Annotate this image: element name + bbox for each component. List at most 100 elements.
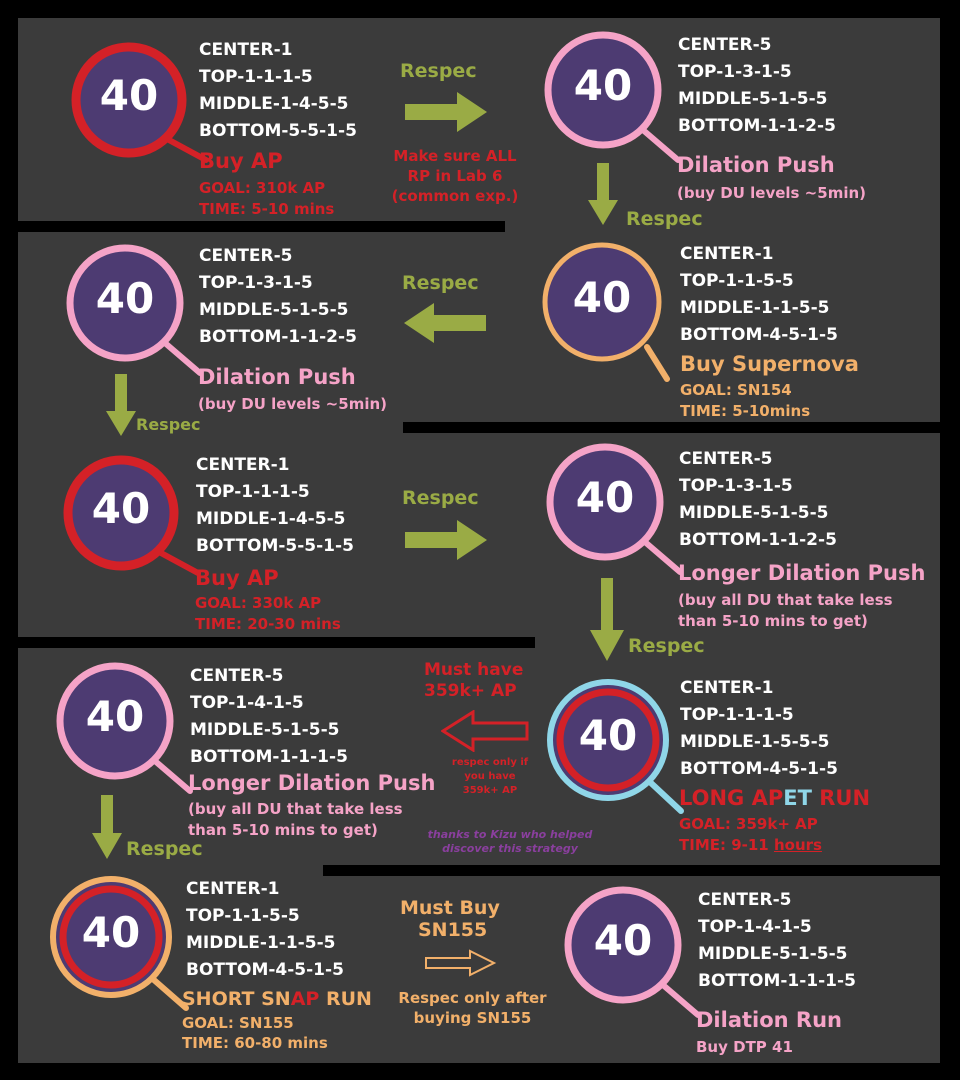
credits-note: thanks to Kizu who helped discover this …	[427, 828, 593, 855]
middle-value: MIDDLE-1-4-5-5	[196, 509, 346, 529]
bottom-value: BOTTOM-4-5-1-5	[186, 960, 344, 980]
must-buy-note: Must Buy SN155	[400, 897, 500, 941]
level-badge-3: 40	[537, 237, 670, 382]
respec-label-1: Respec	[400, 60, 477, 82]
respec-label-3: Respec	[402, 272, 479, 294]
panel-row-3-tail	[535, 636, 940, 648]
center-value: CENTER-5	[199, 246, 293, 266]
middle-value: MIDDLE-5-1-5-5	[190, 720, 340, 740]
config-list-4: CENTER-5 TOP-1-3-1-5 MIDDLE-5-1-5-5 BOTT…	[199, 243, 357, 351]
level-badge-9: 40	[46, 872, 189, 1011]
top-value: TOP-1-3-1-5	[679, 476, 793, 496]
magnifier-icon	[66, 244, 203, 376]
bottom-value: BOTTOM-1-1-2-5	[678, 116, 836, 136]
step-desc-6a: (buy all DU that take less	[678, 591, 893, 609]
middle-value: MIDDLE-5-1-5-5	[679, 503, 829, 523]
panel-row-2-tail	[18, 421, 403, 433]
step-goal-5: GOAL: 330k AP	[195, 594, 322, 612]
bottom-value: BOTTOM-4-5-1-5	[680, 325, 838, 345]
respec-label-4: Respec	[136, 415, 201, 434]
config-list-1: CENTER-1 TOP-1-1-1-5 MIDDLE-1-4-5-5 BOTT…	[199, 37, 357, 145]
step-time-1: TIME: 5-10 mins	[199, 200, 335, 218]
center-value: CENTER-1	[199, 40, 293, 60]
level-number: 40	[578, 711, 638, 760]
step-desc-4: (buy DU levels ~5min)	[198, 395, 387, 413]
level-number: 40	[573, 61, 633, 110]
level-badge-7: 40	[543, 675, 684, 814]
center-value: CENTER-1	[186, 879, 280, 899]
arrow-left-icon	[404, 303, 486, 343]
level-number: 40	[99, 71, 159, 120]
top-value: TOP-1-4-1-5	[190, 693, 304, 713]
config-list-2: CENTER-5 TOP-1-3-1-5 MIDDLE-5-1-5-5 BOTT…	[678, 32, 836, 140]
config-list-8: CENTER-5 TOP-1-4-1-5 MIDDLE-5-1-5-5 BOTT…	[190, 663, 348, 771]
center-value: CENTER-1	[680, 678, 774, 698]
middle-value: MIDDLE-1-5-5-5	[680, 732, 830, 752]
panel-row-4	[18, 648, 940, 865]
magnifier-icon	[63, 455, 201, 576]
step-title-4: Dilation Push	[198, 365, 356, 389]
middle-value: MIDDLE-5-1-5-5	[698, 944, 848, 964]
step-desc-2: (buy DU levels ~5min)	[677, 184, 866, 202]
arrow-right-icon	[405, 520, 487, 560]
config-list-7: CENTER-1 TOP-1-1-1-5 MIDDLE-1-5-5-5 BOTT…	[680, 675, 838, 783]
level-number: 40	[575, 473, 635, 522]
respec-label-2: Respec	[626, 208, 703, 230]
step-title-1: Buy AP	[199, 149, 283, 173]
step-title-5: Buy AP	[195, 566, 279, 590]
bottom-value: BOTTOM-4-5-1-5	[680, 759, 838, 779]
top-value: TOP-1-1-5-5	[186, 906, 300, 926]
middle-value: MIDDLE-1-1-5-5	[186, 933, 336, 953]
respec-after-note: Respec only after buying SN155	[398, 989, 547, 1027]
arrow-right-icon	[405, 92, 487, 132]
center-value: CENTER-5	[190, 666, 284, 686]
center-value: CENTER-5	[679, 449, 773, 469]
arrow-down-icon	[106, 374, 136, 436]
level-number: 40	[85, 692, 145, 741]
magnifier-icon	[564, 886, 701, 1018]
top-value: TOP-1-3-1-5	[678, 62, 792, 82]
level-number: 40	[593, 916, 653, 965]
level-number: 40	[572, 273, 632, 322]
magnifier-icon	[546, 443, 683, 575]
step-title-8: Longer Dilation Push	[188, 771, 436, 795]
arrow-down-icon	[590, 578, 624, 661]
bottom-value: BOTTOM-1-1-2-5	[679, 530, 837, 550]
step-title-7: LONG APET RUN	[679, 786, 871, 810]
magnifier-icon	[56, 662, 193, 794]
center-value: CENTER-5	[678, 35, 772, 55]
magnifier-icon	[544, 31, 681, 163]
middle-value: MIDDLE-1-4-5-5	[199, 94, 349, 114]
top-value: TOP-1-1-1-5	[680, 705, 794, 725]
magnifier-icon	[542, 242, 670, 382]
arrow-down-icon	[588, 163, 618, 225]
top-value: TOP-1-1-1-5	[199, 67, 313, 87]
respec-label-5: Respec	[402, 487, 479, 509]
config-list-5: CENTER-1 TOP-1-1-1-5 MIDDLE-1-4-5-5 BOTT…	[196, 452, 354, 560]
step-title-3: Buy Supernova	[680, 352, 859, 376]
top-value: TOP-1-1-5-5	[680, 271, 794, 291]
level-badge-10: 40	[558, 880, 701, 1018]
level-badge-2: 40	[538, 25, 681, 163]
step-goal-1: GOAL: 310k AP	[199, 179, 326, 197]
level-badge-5: 40	[56, 448, 201, 578]
step-desc-6b: than 5-10 mins to get)	[678, 612, 868, 630]
bottom-value: BOTTOM-1-1-1-5	[698, 971, 856, 991]
arrow-down-icon	[92, 795, 122, 859]
level-badge-4: 40	[60, 238, 203, 376]
magnifier-icon	[547, 679, 684, 814]
config-list-6: CENTER-5 TOP-1-3-1-5 MIDDLE-5-1-5-5 BOTT…	[679, 446, 837, 554]
level-badge-8: 40	[50, 656, 193, 794]
level-badge-6: 40	[540, 437, 683, 575]
magnifier-icon	[50, 876, 189, 1011]
level-badge-1: 40	[64, 35, 209, 165]
respec-label-6: Respec	[628, 635, 705, 657]
step-time-9: TIME: 60-80 mins	[182, 1034, 328, 1052]
bottom-value: BOTTOM-5-5-1-5	[199, 121, 357, 141]
lab-note: Make sure ALL RP in Lab 6 (common exp.)	[391, 147, 519, 205]
step-title-9: SHORT SNAP RUN	[182, 988, 372, 1010]
magnifier-icon	[71, 42, 209, 163]
step-title-2: Dilation Push	[677, 153, 835, 177]
middle-value: MIDDLE-5-1-5-5	[199, 300, 349, 320]
top-value: TOP-1-4-1-5	[698, 917, 812, 937]
